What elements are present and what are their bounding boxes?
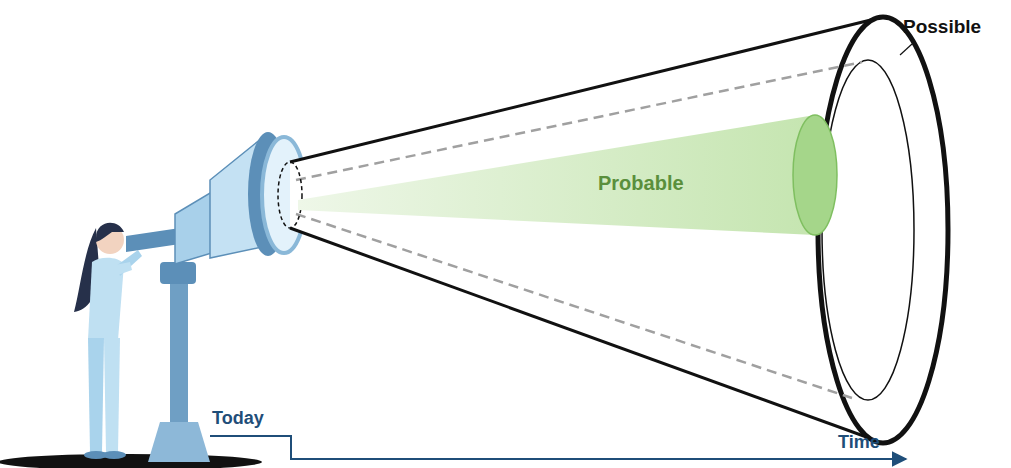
time-axis [210, 436, 906, 459]
telescope [126, 132, 306, 264]
region-label: Probable [598, 172, 684, 195]
tripod [148, 262, 210, 462]
axis-label: Today [212, 408, 264, 429]
woman-figure [74, 223, 142, 459]
possible-cone: ProbablePossible [270, 10, 960, 455]
region-heading: Possible [903, 16, 981, 38]
probable-cone-shape [295, 110, 840, 240]
probable-cone: Probable [295, 110, 840, 240]
axis-label: Time [838, 432, 880, 453]
possible-cone-shape [270, 10, 960, 455]
ground-shadow [0, 454, 262, 468]
